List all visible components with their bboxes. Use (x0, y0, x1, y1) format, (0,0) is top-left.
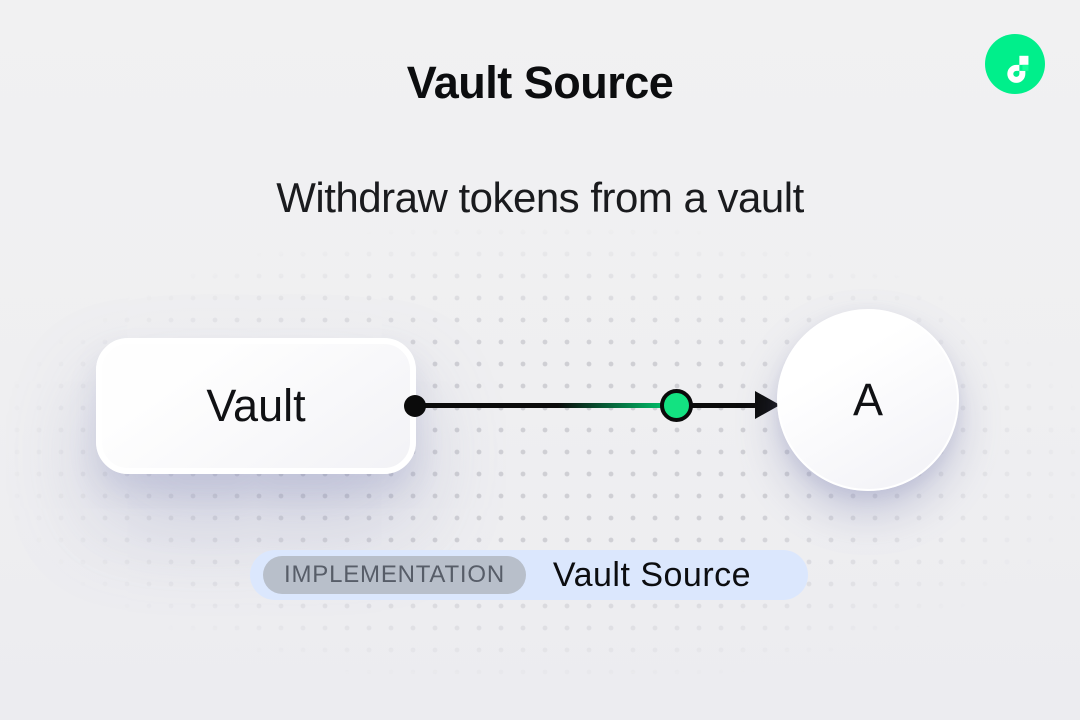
implementation-tag: IMPLEMENTATION (263, 556, 526, 594)
implementation-badge: IMPLEMENTATION Vault Source (250, 550, 808, 600)
connector-green-fade (558, 403, 662, 408)
arrowhead-icon (755, 391, 780, 419)
flow-logo-icon (985, 34, 1045, 94)
implementation-label: Vault Source (552, 555, 752, 594)
page-title: Vault Source (406, 57, 674, 108)
page-subtitle: Withdraw tokens from a vault (276, 174, 804, 221)
target-node-label: A (852, 374, 883, 425)
target-node: A (777, 309, 959, 491)
vault-node-label: Vault (206, 380, 306, 431)
connector-start-dot (404, 395, 426, 417)
vault-node: Vault (96, 338, 416, 474)
connector-mid-dot (660, 389, 693, 422)
